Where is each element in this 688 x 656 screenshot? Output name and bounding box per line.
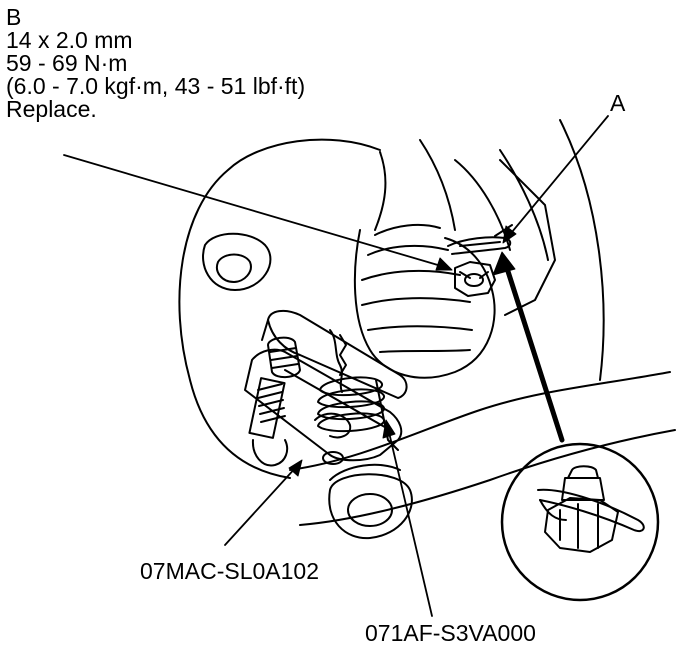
torque-alt-units: (6.0 - 7.0 kgf·m, 43 - 51 lbf·ft) <box>6 73 306 99</box>
tool-number-remover: 07MAC-SL0A102 <box>140 558 319 584</box>
castle-nut <box>454 261 496 297</box>
control-arm-outline <box>289 371 671 471</box>
knuckle-hole <box>202 232 272 291</box>
upper-knuckle <box>374 139 549 261</box>
knuckle-outline <box>178 119 605 479</box>
ball-joint-remover-tool <box>244 309 408 467</box>
cotter-pin <box>447 224 513 255</box>
replace-instruction: Replace. <box>6 96 97 122</box>
inset-arrow <box>502 259 565 443</box>
torque-nm: 59 - 69 N·m <box>6 50 128 76</box>
thread-size: 14 x 2.0 mm <box>6 27 133 53</box>
ball-joint-holder-tool <box>317 329 399 451</box>
tool-number-holder: 071AF-S3VA000 <box>365 620 536 646</box>
ball-joint-boot <box>353 223 496 379</box>
leader-a <box>506 115 609 239</box>
leader-07mac <box>224 464 299 546</box>
cotter-pin-letter: A <box>610 90 626 116</box>
lower-pivot <box>328 473 413 540</box>
fastener-letter: B <box>6 4 22 30</box>
leader-071af <box>387 427 433 617</box>
leader-b <box>63 154 449 269</box>
inset-detail <box>500 442 660 602</box>
torque-spec-callout: B 14 x 2.0 mm 59 - 69 N·m (6.0 - 7.0 kgf… <box>6 6 305 121</box>
